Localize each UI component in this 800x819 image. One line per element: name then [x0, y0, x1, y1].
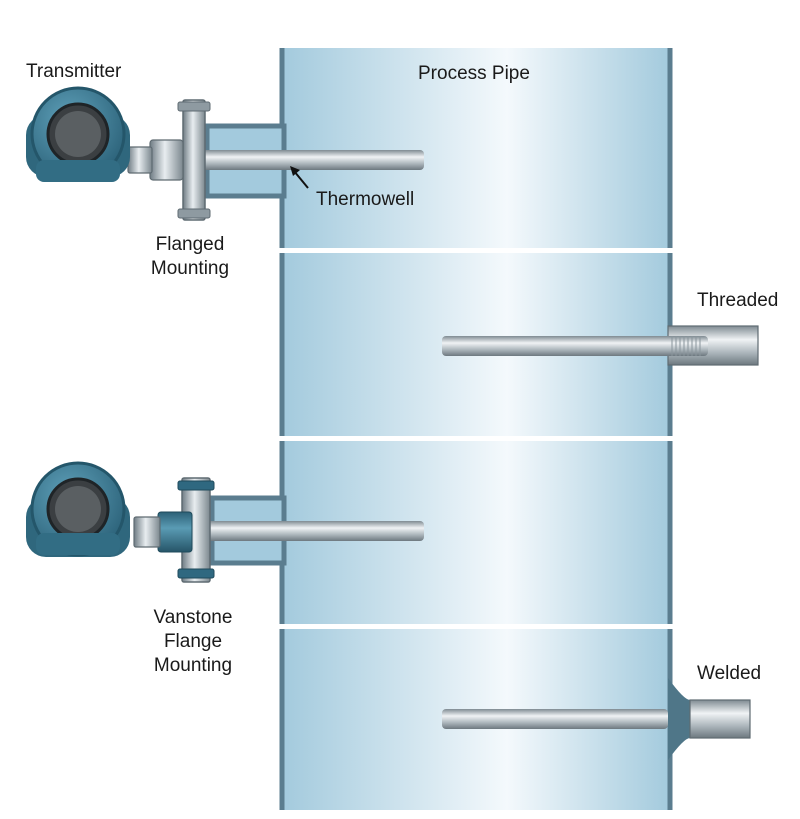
coupling: [149, 139, 184, 181]
vanstone-flange-assembly: [26, 461, 424, 583]
coupling: [133, 516, 161, 548]
thermowell-arrow: [290, 166, 309, 189]
vanstone-line-2: Flange: [163, 631, 223, 652]
flanged-line-1: Flanged: [155, 234, 225, 255]
thermowell-rod: [442, 336, 708, 356]
process-pipe-label: Process Pipe: [418, 63, 530, 84]
transmitter-head: [26, 461, 130, 557]
thermowell-rod: [196, 150, 424, 170]
flanged-mounting-label: Flanged Mounting: [140, 233, 240, 281]
section-divider: [279, 436, 673, 441]
process-pipe: [279, 48, 673, 810]
threaded-assembly: [442, 325, 759, 366]
thermowell-rod: [442, 709, 668, 729]
section-divider: [279, 624, 673, 629]
welded-assembly: [442, 678, 751, 760]
transmitter-head: [26, 86, 130, 182]
thermowell-label: Thermowell: [316, 189, 415, 210]
vanstone-line-1: Vanstone: [153, 607, 233, 628]
threaded-label: Threaded: [697, 290, 779, 311]
vanstone-collar: [157, 511, 193, 553]
vanstone-line-3: Mounting: [153, 655, 233, 676]
flanged-mounting-assembly: [26, 86, 424, 221]
transmitter-label: Transmitter: [26, 61, 122, 82]
welded-fitting: [689, 699, 751, 739]
section-divider: [279, 248, 673, 253]
thermowell-rod: [200, 521, 424, 541]
flange-plate: [182, 99, 206, 221]
welded-label: Welded: [697, 663, 762, 684]
vanstone-flange-mounting-label: Vanstone Flange Mounting: [138, 606, 248, 678]
flanged-line-2: Mounting: [150, 258, 230, 279]
